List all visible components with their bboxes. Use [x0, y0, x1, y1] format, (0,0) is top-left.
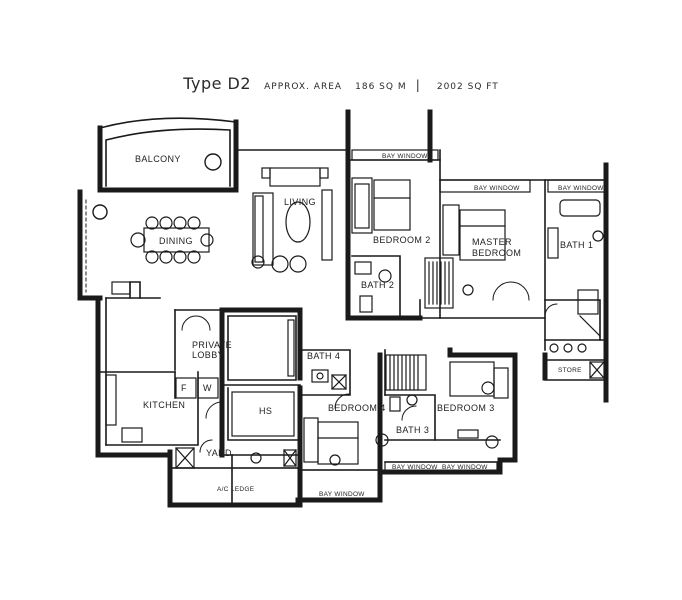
door-swings [181, 281, 558, 453]
area-sqft: 2002 SQ FT [436, 82, 499, 92]
room-label-bath-4: BATH 4 [307, 351, 340, 361]
dining-furniture [130, 216, 214, 264]
room-label-ac-ledge: A/C LEDGE [217, 486, 255, 493]
column-circle [204, 153, 222, 171]
kitchen-fixtures [105, 281, 219, 469]
bay-window-label: BAY WINDOW [392, 464, 438, 471]
hs-yard-fixtures [231, 319, 297, 467]
area-sqm: 186 SQ M [355, 82, 407, 92]
bathtub [559, 199, 601, 217]
room-label-private-lobby-2: LOBBY [192, 350, 224, 360]
room-label-dining: DINING [159, 236, 193, 246]
fridge-box [175, 377, 197, 399]
bed [317, 421, 359, 465]
bath-1-fixtures [547, 199, 604, 353]
store-fixtures [589, 361, 605, 379]
room-label-hs: HS [259, 406, 272, 416]
armchair [269, 167, 321, 187]
wardrobe [424, 257, 454, 309]
tv-console [321, 189, 333, 261]
room-label-kitchen: KITCHEN [143, 400, 185, 410]
bay-window-label: BAY WINDOW [558, 185, 604, 192]
toilet [592, 230, 604, 242]
area-label: APPROX. AREA [264, 82, 343, 92]
bay-window-label: BAY WINDOW [319, 491, 365, 498]
column-markers [92, 153, 222, 220]
bed [449, 361, 495, 397]
living-furniture [251, 167, 333, 273]
room-label-store: STORE [558, 367, 582, 374]
exterior-walls [77, 109, 609, 508]
column-circle [92, 204, 108, 220]
room-label-bath-2: BATH 2 [361, 280, 394, 290]
bedroom-2-furniture [351, 177, 411, 313]
master-bedroom-furniture [424, 204, 506, 309]
bay-window-ledges [169, 149, 607, 506]
bay-window-label: BAY WINDOW [474, 185, 520, 192]
interior-walls [99, 117, 607, 506]
plan-title: Type D2 APPROX. AREA 186 SQ M | 2002 SQ … [0, 74, 682, 93]
room-label-yard: YARD [206, 448, 232, 458]
bed [459, 209, 506, 261]
room-label-master-1: MASTER [472, 237, 512, 247]
vanity [547, 227, 559, 259]
bay-window-label: BAY WINDOW [382, 153, 428, 160]
room-label-bath-3: BATH 3 [396, 425, 429, 435]
bay-window-labels: BAY WINDOW BAY WINDOW BAY WINDOW BAY WIN… [319, 153, 604, 498]
washer-box [197, 377, 219, 399]
room-labels: BALCONY LIVING DINING BEDROOM 2 MASTER B… [135, 154, 593, 493]
bath-4-fixtures [311, 369, 347, 390]
room-label-bath-1: BATH 1 [560, 240, 593, 250]
bay-window-label: BAY WINDOW [442, 464, 488, 471]
room-label-washer: W [203, 383, 212, 393]
area-separator: | [415, 78, 420, 92]
bed [373, 179, 411, 231]
plant-icon [130, 232, 146, 248]
bedroom-4-furniture [303, 417, 389, 466]
room-label-bedroom-2: BEDROOM 2 [373, 235, 431, 245]
room-label-bedroom-4: BEDROOM 4 [328, 403, 386, 413]
unit-type-label: Type D2 [183, 74, 252, 93]
coffee-table [285, 201, 311, 243]
room-label-master-2: BEDROOM [472, 248, 521, 258]
room-label-bedroom-3: BEDROOM 3 [437, 403, 495, 413]
bath-3-fixtures [385, 354, 427, 412]
room-label-private-lobby-1: PRIVATE [192, 340, 232, 350]
room-label-living: LIVING [284, 197, 316, 207]
bedroom-3-furniture [449, 361, 509, 449]
room-label-fridge: F [181, 383, 187, 393]
room-label-balcony: BALCONY [135, 154, 181, 164]
